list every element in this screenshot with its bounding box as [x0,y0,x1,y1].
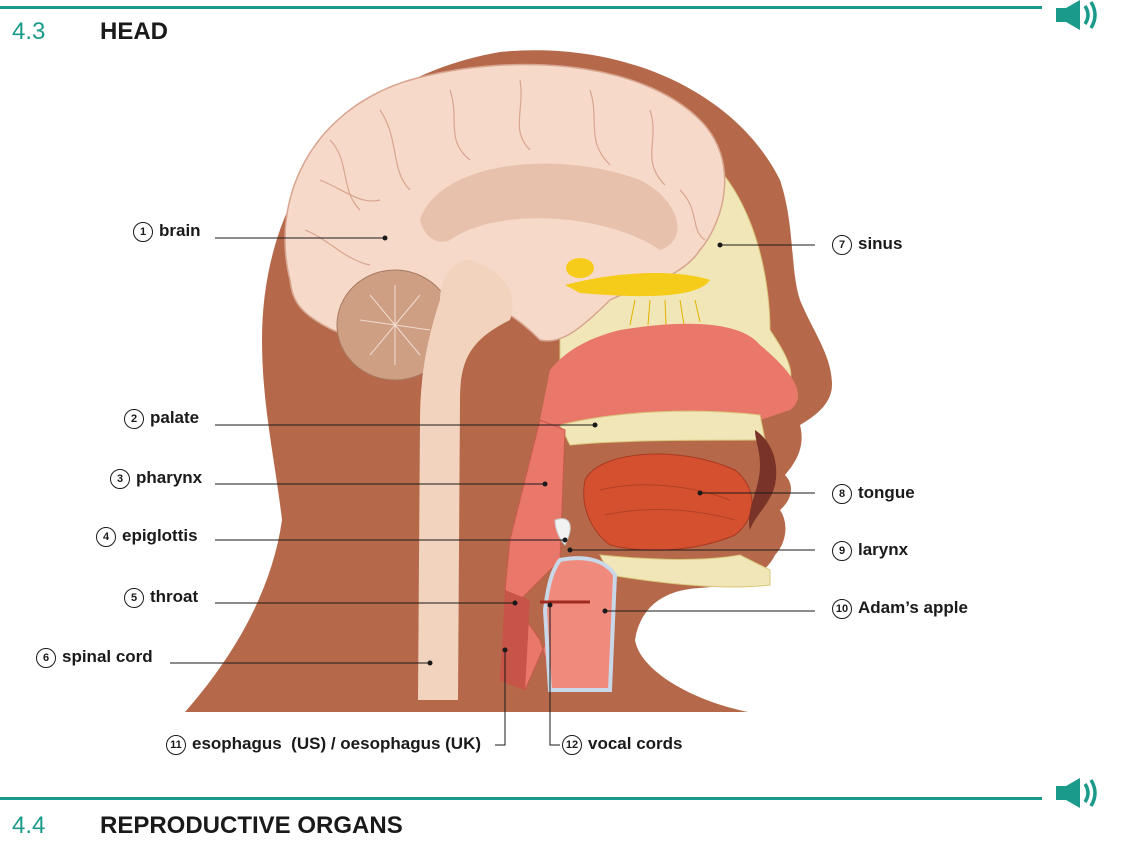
section-title: REPRODUCTIVE ORGANS [100,812,403,840]
section-number: 4.4 [12,812,45,840]
speaker-audio-icon [1050,778,1110,818]
olfactory-bulb [566,258,594,278]
audio-button-reproductive[interactable] [1050,778,1110,818]
larynx-trachea [545,558,615,690]
tongue-shape [584,454,752,550]
section-rule-bottom [0,797,1042,800]
